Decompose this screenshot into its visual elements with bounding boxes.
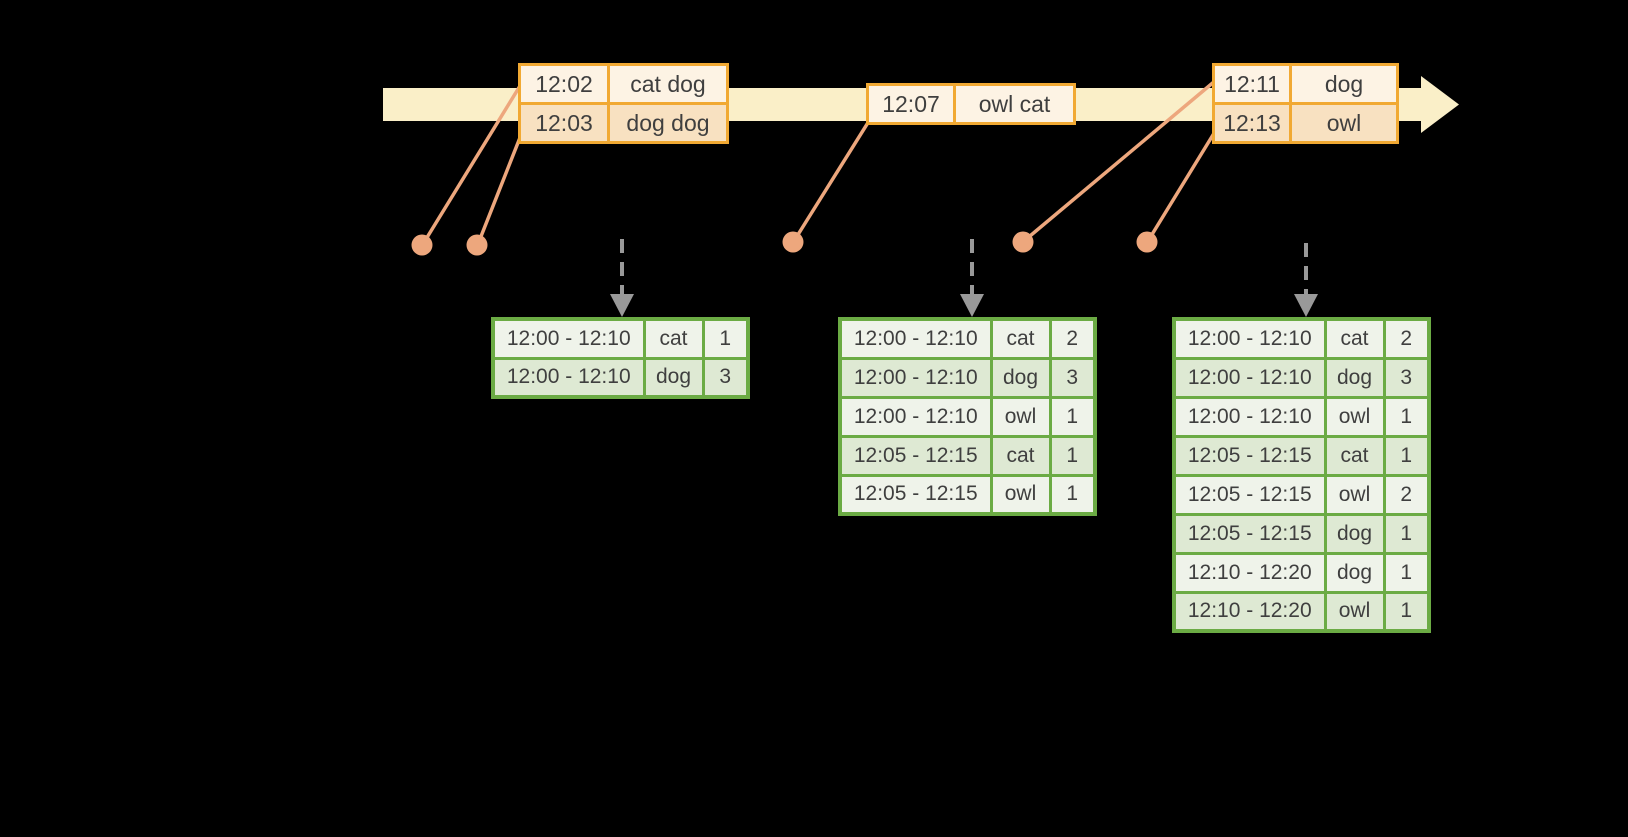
event-line-5: [1146, 129, 1218, 242]
trigger-arrows: [610, 239, 1318, 317]
table-cell: dog: [1323, 551, 1386, 594]
event-line-4: [1022, 79, 1217, 243]
table-cell: cat: [989, 317, 1052, 360]
table-cell: dog dog: [607, 102, 729, 144]
table-cell: 1: [1382, 590, 1431, 633]
table-cell: dog: [1323, 512, 1386, 555]
table-cell: 12:05 - 12:15: [838, 434, 993, 477]
table-cell: 1: [1048, 434, 1097, 477]
table-cell: owl: [1289, 102, 1399, 144]
table-cell: 12:10 - 12:20: [1172, 590, 1327, 633]
table-cell: owl: [989, 395, 1052, 438]
table-cell: dog: [989, 356, 1052, 399]
trigger-arrowhead-icon-1: [610, 294, 634, 317]
table-cell: 12:05 - 12:15: [1172, 473, 1327, 516]
table-cell: 1: [1382, 551, 1431, 594]
table-cell: 12:11: [1212, 63, 1292, 105]
event-dots: [411, 231, 1158, 256]
table-cell: 3: [701, 356, 750, 399]
table-cell: 12:00 - 12:10: [838, 317, 993, 360]
event-line-3: [792, 120, 871, 242]
table-cell: 1: [1048, 473, 1097, 516]
table-cell: 12:05 - 12:15: [1172, 434, 1327, 477]
table-cell: cat: [989, 434, 1052, 477]
table-cell: owl: [1323, 395, 1386, 438]
table-cell: 1: [1382, 395, 1431, 438]
event-dot-4: [1012, 231, 1034, 253]
table-cell: 12:00 - 12:10: [838, 356, 993, 399]
table-cell: dog: [642, 356, 705, 399]
table-cell: 2: [1382, 317, 1431, 360]
table-cell: 3: [1382, 356, 1431, 399]
table-cell: owl: [1323, 590, 1386, 633]
event-dot-2: [466, 234, 488, 256]
table-cell: cat: [1323, 317, 1386, 360]
table-cell: 12:07: [866, 83, 956, 125]
table-cell: 1: [1382, 512, 1431, 555]
table-cell: cat dog: [607, 63, 729, 105]
table-cell: 12:00 - 12:10: [491, 356, 646, 399]
event-connector-lines: [421, 79, 1218, 245]
table-cell: 2: [1382, 473, 1431, 516]
table-cell: 1: [1382, 434, 1431, 477]
table-cell: 12:00 - 12:10: [838, 395, 993, 438]
event-dot-5: [1136, 231, 1158, 253]
table-cell: owl cat: [953, 83, 1076, 125]
table-cell: cat: [642, 317, 705, 360]
table-cell: 1: [1048, 395, 1097, 438]
event-line-1: [421, 80, 525, 245]
table-cell: 3: [1048, 356, 1097, 399]
table-cell: owl: [1323, 473, 1386, 516]
table-cell: 12:10 - 12:20: [1172, 551, 1327, 594]
table-cell: dog: [1323, 356, 1386, 399]
event-dot-1: [411, 234, 433, 256]
table-cell: 12:05 - 12:15: [1172, 512, 1327, 555]
table-cell: 12:05 - 12:15: [838, 473, 993, 516]
table-cell: 12:00 - 12:10: [1172, 317, 1327, 360]
table-cell: cat: [1323, 434, 1386, 477]
event-dot-3: [782, 231, 804, 253]
event-line-2: [476, 129, 525, 245]
table-cell: 12:00 - 12:10: [1172, 395, 1327, 438]
trigger-arrowhead-icon-3: [1294, 294, 1318, 317]
table-cell: 12:00 - 12:10: [491, 317, 646, 360]
trigger-arrowhead-icon-2: [960, 294, 984, 317]
table-cell: dog: [1289, 63, 1399, 105]
table-cell: owl: [989, 473, 1052, 516]
table-cell: 1: [701, 317, 750, 360]
timeline-arrowhead-icon: [1421, 76, 1459, 133]
table-cell: 2: [1048, 317, 1097, 360]
table-cell: 12:13: [1212, 102, 1292, 144]
table-cell: 12:02: [518, 63, 610, 105]
table-cell: 12:03: [518, 102, 610, 144]
table-cell: 12:00 - 12:10: [1172, 356, 1327, 399]
